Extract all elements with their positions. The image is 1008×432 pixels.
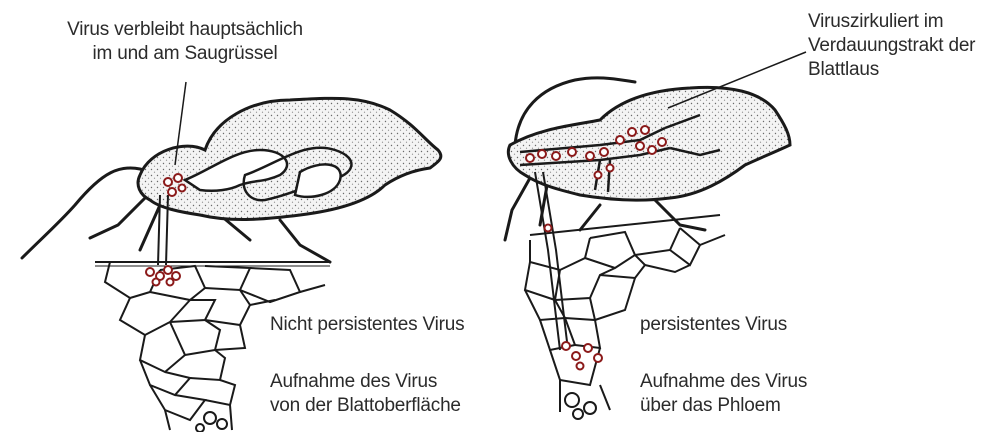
left-callout-line1: Virus verbleibt hauptsächlich xyxy=(30,18,340,42)
left-uptake-label: Aufnahme des Virus von der Blattoberfläc… xyxy=(270,370,461,418)
left-callout-label: Virus verbleibt hauptsächlich im und am … xyxy=(30,18,340,66)
right-uptake-line1: Aufnahme des Virus xyxy=(640,370,807,394)
right-aphid-stylet xyxy=(535,172,568,350)
right-aphid-body xyxy=(508,87,790,200)
right-callout-line1: Viruszirkuliert im xyxy=(808,10,975,34)
left-aphid-body xyxy=(138,98,441,219)
left-type-label: Nicht persistentes Virus xyxy=(270,313,464,337)
left-uptake-line2: von der Blattoberfläche xyxy=(270,394,461,418)
right-callout-label: Viruszirkuliert im Verdauungstrakt der B… xyxy=(808,10,975,82)
right-uptake-label: Aufnahme des Virus über das Phloem xyxy=(640,370,807,418)
left-callout-line2: im und am Saugrüssel xyxy=(30,42,340,66)
right-type-label: persistentes Virus xyxy=(640,313,787,337)
right-aphid-illustration xyxy=(505,52,806,419)
right-callout-line2: Verdauungstrakt der xyxy=(808,34,975,58)
right-callout-line3: Blattlaus xyxy=(808,58,975,82)
right-uptake-line2: über das Phloem xyxy=(640,394,807,418)
left-uptake-line1: Aufnahme des Virus xyxy=(270,370,461,394)
